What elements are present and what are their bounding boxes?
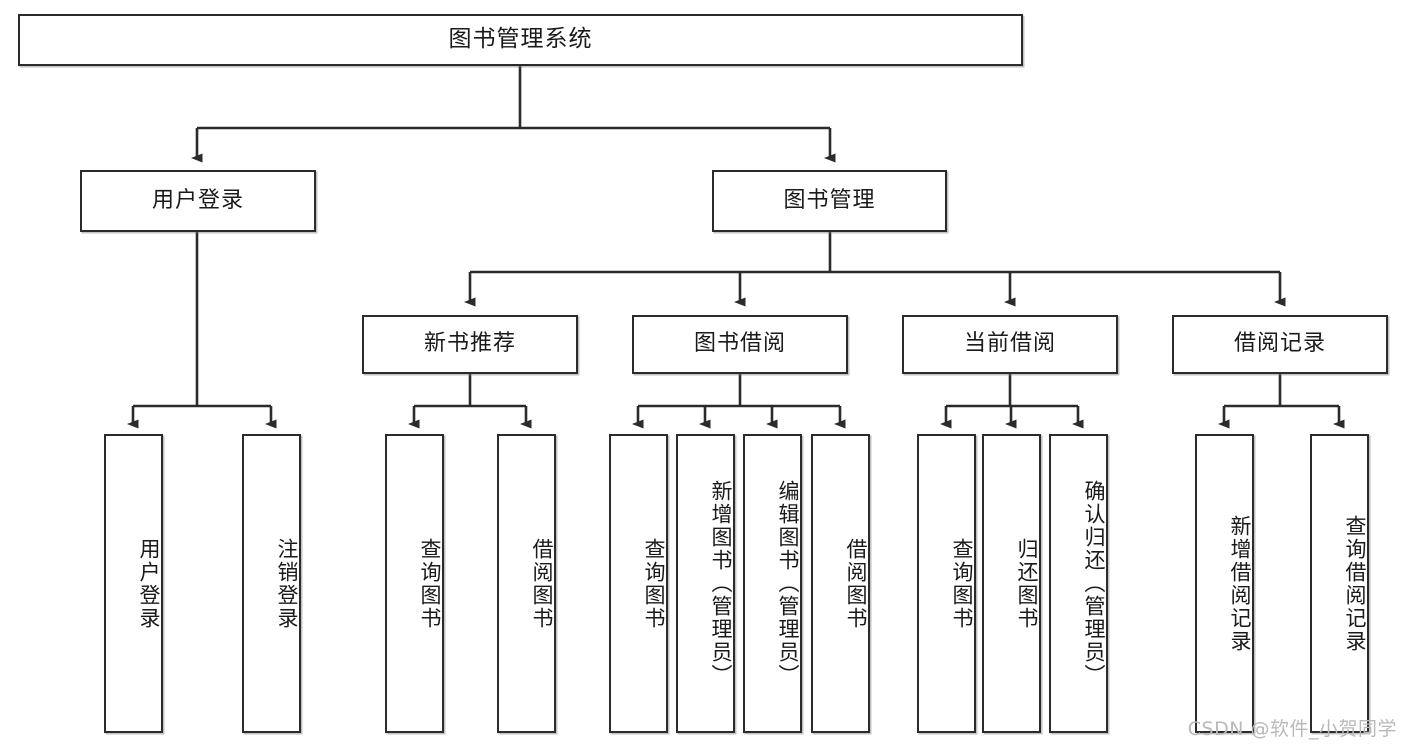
leaf-query-book-borrow[interactable]: 查询图书 [609,434,668,733]
leaf-edit-book-admin[interactable]: 编辑图书（管理员） [743,434,802,733]
node-label: 借阅记录 [1233,331,1326,357]
node-user-login[interactable]: 用户登录 [80,170,316,232]
node-label: 编辑图书（管理员） [776,480,800,687]
node-label: 查询借阅记录 [1343,514,1367,653]
leaf-add-book-admin[interactable]: 新增图书（管理员） [676,434,735,733]
leaf-return-book[interactable]: 归还图书 [982,434,1041,733]
node-label: 用户登录 [151,187,244,213]
node-label: 新增借阅记录 [1228,514,1252,653]
node-label: 确认归还（管理员） [1082,480,1106,687]
node-book-borrow[interactable]: 图书借阅 [632,315,848,374]
node-label: 新增图书（管理员） [709,480,733,687]
node-label: 图书管理 [783,187,876,213]
node-label: 当前借阅 [963,331,1056,357]
node-book-management[interactable]: 图书管理 [712,170,947,232]
node-label: 图书借阅 [693,331,786,357]
node-label: 查询图书 [642,537,666,630]
leaf-user-login[interactable]: 用户登录 [104,434,163,733]
node-current-borrow[interactable]: 当前借阅 [902,315,1118,374]
csdn-watermark: CSDN @软件_小贺同学 [1187,718,1397,740]
leaf-add-borrow-record[interactable]: 新增借阅记录 [1195,434,1254,733]
leaf-borrow-book[interactable]: 借阅图书 [811,434,870,733]
node-borrow-record[interactable]: 借阅记录 [1172,315,1388,374]
leaf-confirm-return-admin[interactable]: 确认归还（管理员） [1049,434,1108,733]
node-label: 借阅图书 [844,537,868,630]
node-label: 借阅图书 [530,537,554,630]
node-label: 查询图书 [950,537,974,630]
leaf-query-book-new[interactable]: 查询图书 [385,434,444,733]
node-new-book-recommend[interactable]: 新书推荐 [362,315,578,374]
node-label: 归还图书 [1015,537,1039,630]
node-label: 查询图书 [418,537,442,630]
node-label: 注销登录 [275,537,299,630]
node-label: 用户登录 [137,537,161,630]
node-label: 图书管理系统 [448,26,593,53]
leaf-borrow-book-new[interactable]: 借阅图书 [497,434,556,733]
node-root-system[interactable]: 图书管理系统 [18,14,1023,66]
node-label: 新书推荐 [423,331,516,357]
leaf-query-borrow-record[interactable]: 查询借阅记录 [1310,434,1369,733]
leaf-logout[interactable]: 注销登录 [242,434,301,733]
leaf-query-book-current[interactable]: 查询图书 [917,434,976,733]
